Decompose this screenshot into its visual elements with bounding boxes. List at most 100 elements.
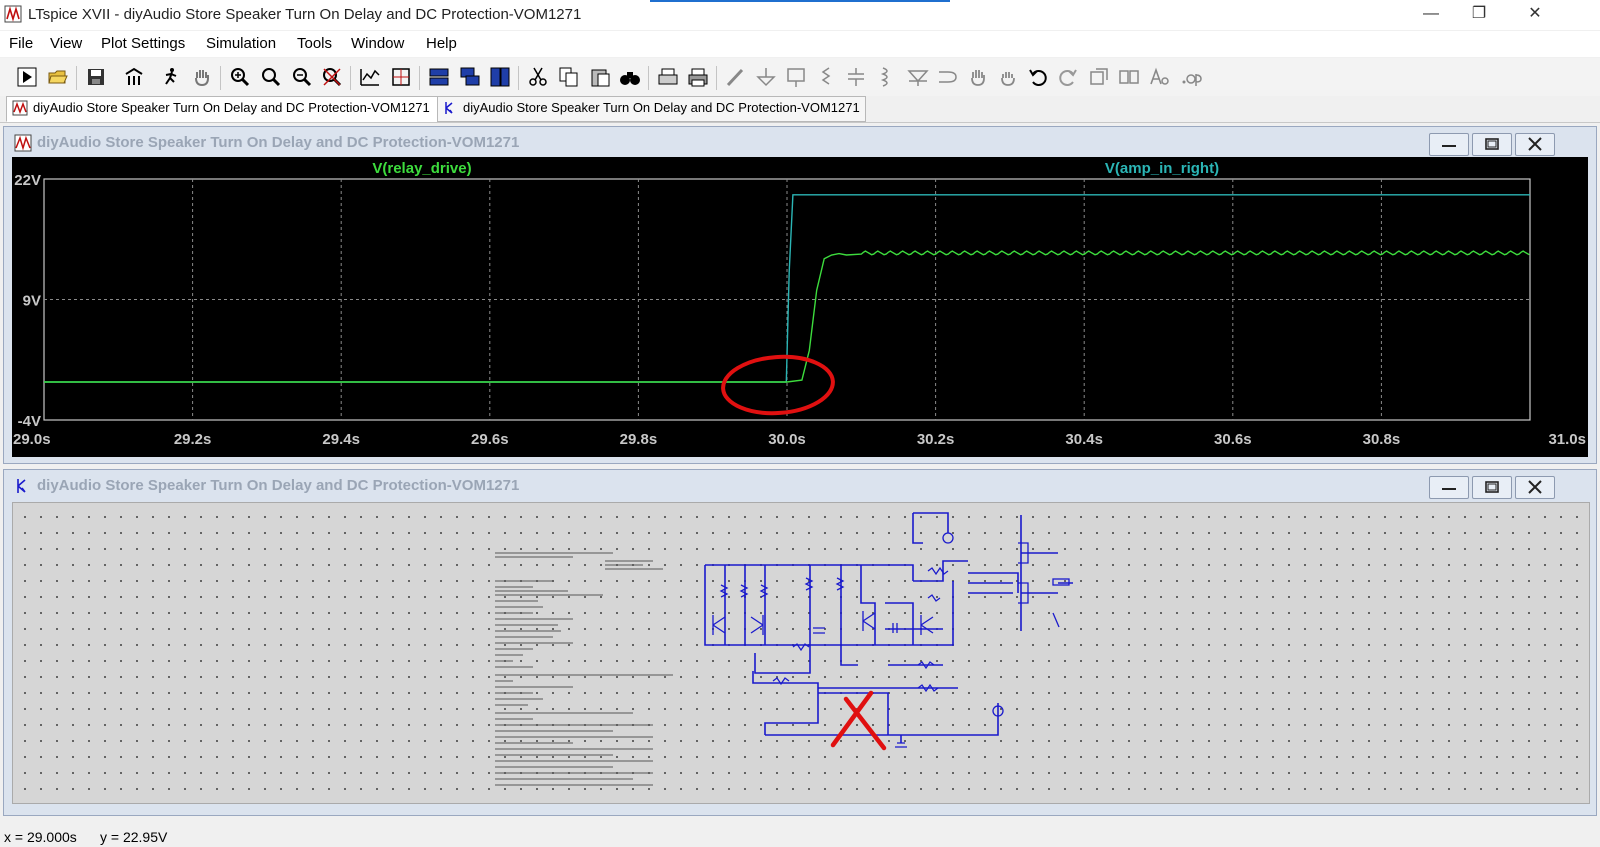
schematic-window-title: diyAudio Store Speaker Turn On Delay and…: [37, 477, 520, 494]
tile-horizontal-icon[interactable]: [428, 66, 450, 88]
toolbar-separator: [350, 66, 351, 90]
menu-view[interactable]: View: [50, 35, 83, 52]
legend-label[interactable]: V(relay_drive): [372, 160, 471, 177]
window-title: LTspice XVII - diyAudio Store Speaker Tu…: [28, 6, 582, 23]
rotate-icon[interactable]: [1088, 66, 1110, 88]
cut-icon[interactable]: [527, 66, 549, 88]
schematic-window: diyAudio Store Speaker Turn On Delay and…: [3, 469, 1597, 816]
x-tick-label: 30.2s: [917, 431, 955, 448]
print-setup-icon[interactable]: [657, 66, 679, 88]
zoom-cancel-icon[interactable]: [321, 66, 343, 88]
mdi-workspace: diyAudio Store Speaker Turn On Delay and…: [0, 123, 1600, 826]
tab-schematic[interactable]: diyAudio Store Speaker Turn On Delay and…: [437, 96, 866, 122]
close-button[interactable]: ✕: [1528, 5, 1542, 22]
undo-icon[interactable]: [1027, 66, 1049, 88]
ground-icon[interactable]: [755, 66, 777, 88]
restore-button[interactable]: ❐: [1471, 5, 1487, 22]
status-bar: x = 29.000s y = 22.95V: [0, 826, 1600, 847]
y-tick-label: 22V: [14, 172, 41, 189]
pan-icon[interactable]: [191, 66, 213, 88]
menu-help[interactable]: Help: [426, 35, 457, 52]
inductor-icon[interactable]: [875, 66, 897, 88]
minimize-button[interactable]: [1429, 133, 1469, 156]
print-icon[interactable]: [687, 66, 709, 88]
ltspice-app-icon: [4, 5, 22, 23]
cursor-x-readout: x = 29.000s: [4, 829, 77, 845]
cascade-icon[interactable]: [459, 66, 481, 88]
schematic-window-titlebar[interactable]: diyAudio Store Speaker Turn On Delay and…: [4, 470, 1596, 500]
zoom-out-icon[interactable]: [291, 66, 313, 88]
title-accent-bar: [650, 0, 950, 2]
cursor-icon[interactable]: [390, 66, 412, 88]
minimize-button[interactable]: —: [1423, 5, 1439, 22]
annotation-circle: [721, 354, 835, 416]
circuit-schematic[interactable]: [13, 503, 1589, 803]
diode-icon[interactable]: [907, 66, 929, 88]
run-icon[interactable]: [16, 66, 38, 88]
circuit-components: [712, 532, 1070, 748]
maximize-button[interactable]: [1472, 476, 1512, 499]
cursor-y-readout: y = 22.95V: [100, 829, 168, 845]
capacitor-icon[interactable]: [845, 66, 867, 88]
x-tick-label: 29.8s: [620, 431, 658, 448]
circuit-wires: [704, 512, 1073, 743]
resistor-icon[interactable]: [815, 66, 837, 88]
tile-vertical-icon[interactable]: [489, 66, 511, 88]
tab-waveform[interactable]: diyAudio Store Speaker Turn On Delay and…: [6, 96, 438, 122]
y-tick-label: 9V: [23, 293, 41, 310]
move-icon[interactable]: [967, 66, 989, 88]
annotation-cross: [830, 690, 887, 751]
waveform-window-titlebar[interactable]: diyAudio Store Speaker Turn On Delay and…: [4, 127, 1596, 157]
copy-icon[interactable]: [558, 66, 580, 88]
spice-directive-block: [495, 552, 673, 786]
spice-directive-icon[interactable]: [1180, 66, 1202, 88]
label-net-icon[interactable]: [785, 66, 807, 88]
menu-file[interactable]: File: [9, 35, 34, 52]
wire-icon[interactable]: [725, 66, 747, 88]
open-icon[interactable]: [47, 66, 69, 88]
x-tick-label: 30.4s: [1065, 431, 1103, 448]
paste-icon[interactable]: [589, 66, 611, 88]
waveform-icon: [14, 134, 32, 152]
toolbar-separator: [648, 66, 649, 90]
document-tabs: diyAudio Store Speaker Turn On Delay and…: [0, 96, 1600, 123]
control-panel-icon[interactable]: [123, 66, 145, 88]
tab-label: diyAudio Store Speaker Turn On Delay and…: [33, 100, 430, 115]
toolbar-separator: [220, 66, 221, 90]
menu-tools[interactable]: Tools: [297, 35, 333, 52]
drag-icon[interactable]: [997, 66, 1019, 88]
maximize-button[interactable]: [1472, 133, 1512, 156]
waveform-window-title: diyAudio Store Speaker Turn On Delay and…: [37, 134, 520, 151]
autorange-icon[interactable]: [359, 66, 381, 88]
toolbar-separator: [518, 66, 519, 90]
x-tick-label: 29.4s: [322, 431, 360, 448]
toolbar-separator: [76, 66, 77, 90]
zoom-area-icon[interactable]: [260, 66, 282, 88]
redo-icon[interactable]: [1057, 66, 1079, 88]
schematic-icon: [445, 102, 453, 114]
title-bar: LTspice XVII - diyAudio Store Speaker Tu…: [0, 0, 1600, 30]
mirror-icon[interactable]: [1118, 66, 1140, 88]
zoom-in-icon[interactable]: [229, 66, 251, 88]
x-tick-label: 31.0s: [1548, 431, 1586, 448]
menu-plot-settings[interactable]: Plot Settings: [101, 35, 186, 52]
legend-label[interactable]: V(amp_in_right): [1105, 160, 1219, 177]
close-button[interactable]: [1515, 476, 1555, 499]
minimize-button[interactable]: [1429, 476, 1469, 499]
text-icon[interactable]: [1149, 66, 1171, 88]
halt-icon[interactable]: [160, 66, 182, 88]
schematic-canvas[interactable]: [12, 502, 1590, 804]
menu-bar: File View Plot Settings Simulation Tools…: [0, 31, 1600, 57]
series-relay-drive: [44, 250, 1530, 383]
menu-simulation[interactable]: Simulation: [206, 35, 277, 52]
tab-label: diyAudio Store Speaker Turn On Delay and…: [463, 100, 860, 115]
waveform-icon: [12, 100, 28, 116]
save-icon[interactable]: [85, 66, 107, 88]
x-tick-label: 29.6s: [471, 431, 509, 448]
find-icon[interactable]: [619, 66, 641, 88]
close-button[interactable]: [1515, 133, 1555, 156]
menu-window[interactable]: Window: [351, 35, 405, 52]
component-icon[interactable]: [937, 66, 959, 88]
